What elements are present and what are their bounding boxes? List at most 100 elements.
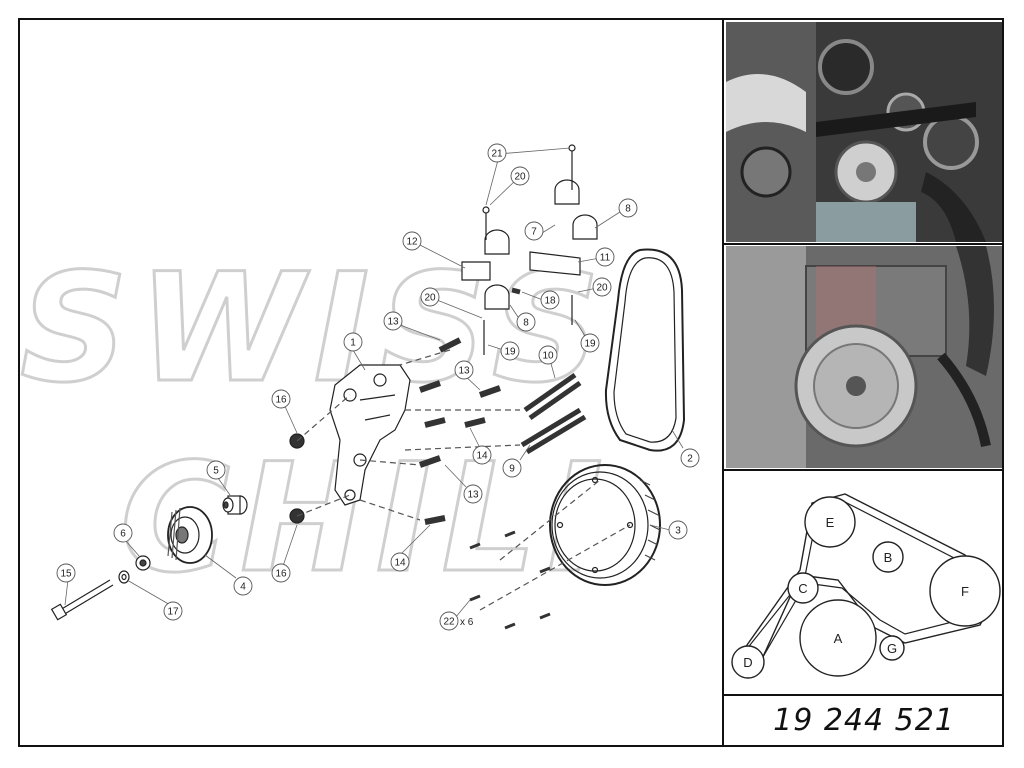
- callout-circle: [206, 460, 226, 480]
- large-pulley: [549, 464, 661, 586]
- callout-number: 13: [387, 317, 399, 328]
- callout-c14a: 14: [472, 445, 492, 465]
- callout-number: 20: [514, 172, 526, 183]
- pulley-d: [731, 645, 765, 679]
- callout-number: 3: [675, 526, 681, 537]
- callout-number: 13: [458, 366, 470, 377]
- callout-number: 10: [542, 351, 554, 362]
- callout-c21: 21: [487, 143, 507, 163]
- callout-circle: [383, 311, 403, 331]
- pulley-a: [799, 599, 877, 677]
- callout-c7: 7: [524, 221, 544, 241]
- callout-number: 16: [275, 395, 287, 406]
- long-bolt: [50, 579, 114, 621]
- callout-circle: [271, 563, 291, 583]
- callout-number: 22: [443, 617, 455, 628]
- callout-c22: 22: [439, 611, 459, 631]
- part-callouts: 1234567889101112131313141415161617181919…: [56, 143, 700, 631]
- callout-circle: [595, 247, 615, 267]
- callout-number: 4: [240, 582, 246, 593]
- pulley-label-f: F: [961, 584, 969, 599]
- callout-circle: [439, 611, 459, 631]
- callout-circle: [343, 332, 363, 352]
- callout-c20a: 20: [510, 166, 530, 186]
- callout-number: 19: [504, 347, 516, 358]
- callout-c20c: 20: [592, 277, 612, 297]
- pulley-e: [804, 496, 856, 548]
- callout-circle: [540, 290, 560, 310]
- callout-c8a: 8: [618, 198, 638, 218]
- part-number: 19 244 521: [773, 703, 955, 738]
- washer-17: [118, 570, 130, 584]
- callout-c5: 5: [206, 460, 226, 480]
- pulley-label-c: C: [798, 581, 807, 596]
- pulley-label-g: G: [887, 641, 897, 656]
- spacer-sleeve: [222, 495, 248, 515]
- callout-number: 8: [625, 204, 631, 215]
- compressor-photo: [726, 246, 1002, 468]
- callout-c16b: 16: [271, 563, 291, 583]
- assembly-lines: [296, 349, 631, 611]
- callout-number: 21: [491, 149, 503, 160]
- callout-circle: [402, 231, 422, 251]
- callout-circle: [454, 360, 474, 380]
- callout-circle: [524, 221, 544, 241]
- callout-circle: [592, 277, 612, 297]
- callout-c17: 17: [163, 601, 183, 621]
- callout-circle: [487, 143, 507, 163]
- callout-circle: [668, 520, 688, 540]
- pulley-label-d: D: [743, 655, 752, 670]
- callout-c13c: 13: [463, 484, 483, 504]
- callout-c14b: 14: [390, 552, 410, 572]
- callout-number: 7: [531, 227, 537, 238]
- callout-c19a: 19: [500, 341, 520, 361]
- callout-circle: [516, 312, 536, 332]
- callout-number: 14: [476, 451, 488, 462]
- panel-divider-3: [722, 694, 1004, 696]
- pulley-g: [879, 635, 905, 661]
- callout-number: 11: [600, 253, 611, 264]
- belt-routing-diagram: E B C A D F G: [731, 493, 1001, 679]
- engine-photo-top: [726, 22, 1002, 242]
- callout-number: 8: [523, 318, 529, 329]
- callout-c15: 15: [56, 563, 76, 583]
- callout-circle: [472, 445, 492, 465]
- mounting-bracket: [329, 364, 411, 506]
- callout-circle: [502, 458, 522, 478]
- callout-number: 13: [467, 490, 479, 501]
- callout-c9: 9: [502, 458, 522, 478]
- callout-circle: [420, 287, 440, 307]
- callout-c20b: 20: [420, 287, 440, 307]
- callout-circle: [500, 341, 520, 361]
- pulley-label-b: B: [884, 550, 893, 565]
- callout-circle: [463, 484, 483, 504]
- callout-circle: [510, 166, 530, 186]
- drive-belt: [604, 248, 686, 452]
- callout-c4: 4: [233, 576, 253, 596]
- pulley-label-e: E: [826, 515, 835, 530]
- callout-number: 9: [509, 464, 515, 475]
- callout-c12: 12: [402, 231, 422, 251]
- callout-number: 12: [406, 237, 418, 248]
- bracket-bolts: [419, 337, 501, 525]
- callout-number: 1: [350, 338, 356, 349]
- callout-c13a: 13: [383, 311, 403, 331]
- idler-pulley: [167, 506, 213, 564]
- callout-number: 18: [544, 296, 556, 307]
- callout-number: 6: [120, 529, 126, 540]
- callout-c2: 2: [680, 448, 700, 468]
- callout-circle: [56, 563, 76, 583]
- pulley-c: [787, 572, 819, 604]
- callout-number: 19: [584, 339, 596, 350]
- washer-6: [135, 555, 151, 571]
- callout-c19b: 19: [580, 333, 600, 353]
- panel-divider-2: [722, 469, 1004, 471]
- callout-c6: 6: [113, 523, 133, 543]
- small-fasteners: [469, 144, 576, 630]
- pulley-f: [929, 555, 1001, 627]
- callout-circle: [618, 198, 638, 218]
- callout-c3: 3: [668, 520, 688, 540]
- callout-number: 17: [167, 607, 179, 618]
- callout-number: 16: [275, 569, 287, 580]
